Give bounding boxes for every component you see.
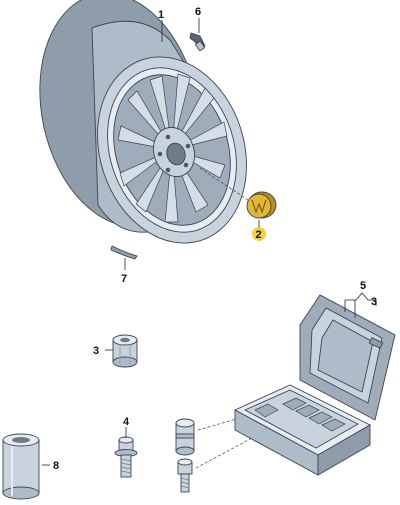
callout-4: 4: [123, 416, 130, 428]
adapter-sleeve[interactable]: [2, 433, 40, 500]
leader-lines: [42, 18, 377, 466]
callout-8: 8: [53, 460, 59, 472]
center-cap[interactable]: [246, 191, 277, 219]
callout-1: 1: [158, 9, 164, 21]
callout-6: 6: [195, 6, 201, 18]
callout-7: 7: [121, 273, 127, 285]
balance-weight[interactable]: [110, 245, 138, 260]
callout-2: 2: [256, 229, 262, 241]
key-bolt[interactable]: [177, 458, 193, 493]
alloy-wheel[interactable]: [19, 0, 270, 263]
callout-2-badge: 2: [252, 227, 266, 241]
callout-3: 3: [93, 345, 99, 357]
lock-bolt[interactable]: [114, 436, 138, 478]
callout-5-sub-3: 3: [371, 296, 377, 308]
tire-valve[interactable]: [189, 32, 206, 52]
lock-kit-case[interactable]: [233, 294, 396, 476]
callout-5: 5: [360, 280, 366, 292]
key-adapter[interactable]: [175, 418, 195, 456]
wheel-bolt-cap[interactable]: [112, 334, 138, 368]
vw-logo-icon: [251, 199, 267, 214]
